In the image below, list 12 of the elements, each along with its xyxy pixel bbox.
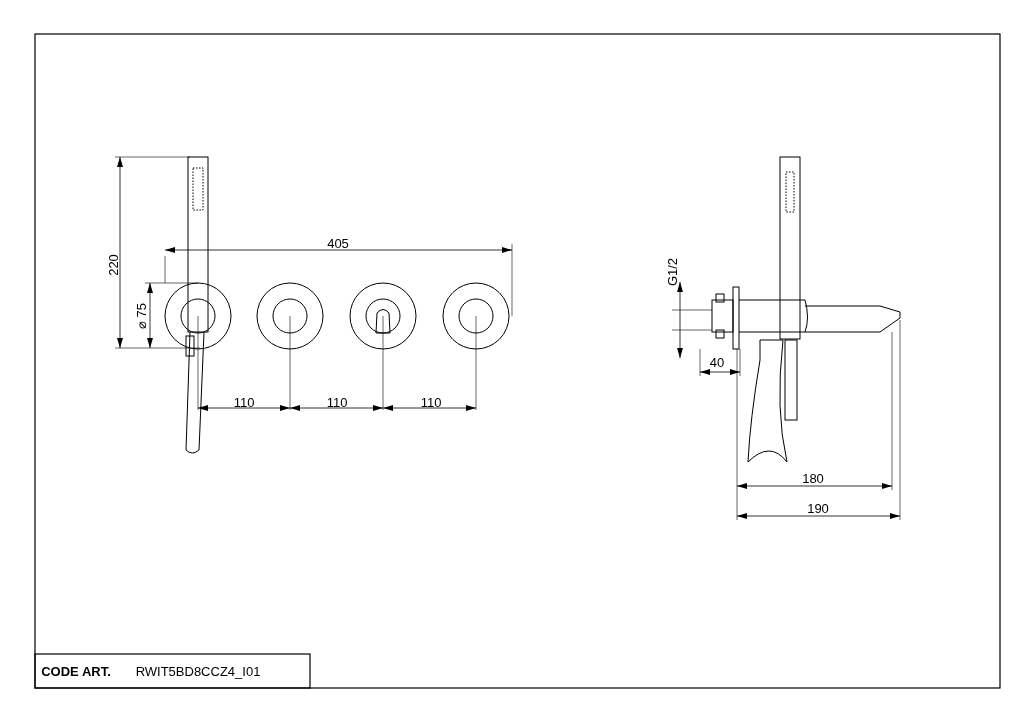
code-label: CODE ART. [41,663,111,679]
dimension-label: ⌀ 75 [133,302,149,330]
dimension-label: 180 [802,470,824,486]
dimension-label: 40 [709,354,725,370]
dimension-label: G1/2 [664,257,680,287]
article-code: RWIT5BD8CCZ4_I01 [135,663,261,679]
dimension-label: 190 [807,500,829,516]
dimension-label: 110 [233,394,255,410]
dimension-label: 110 [326,394,348,410]
dimension-label: 220 [105,254,121,276]
dimension-label: 405 [327,235,349,251]
dimension-label: 110 [420,394,442,410]
